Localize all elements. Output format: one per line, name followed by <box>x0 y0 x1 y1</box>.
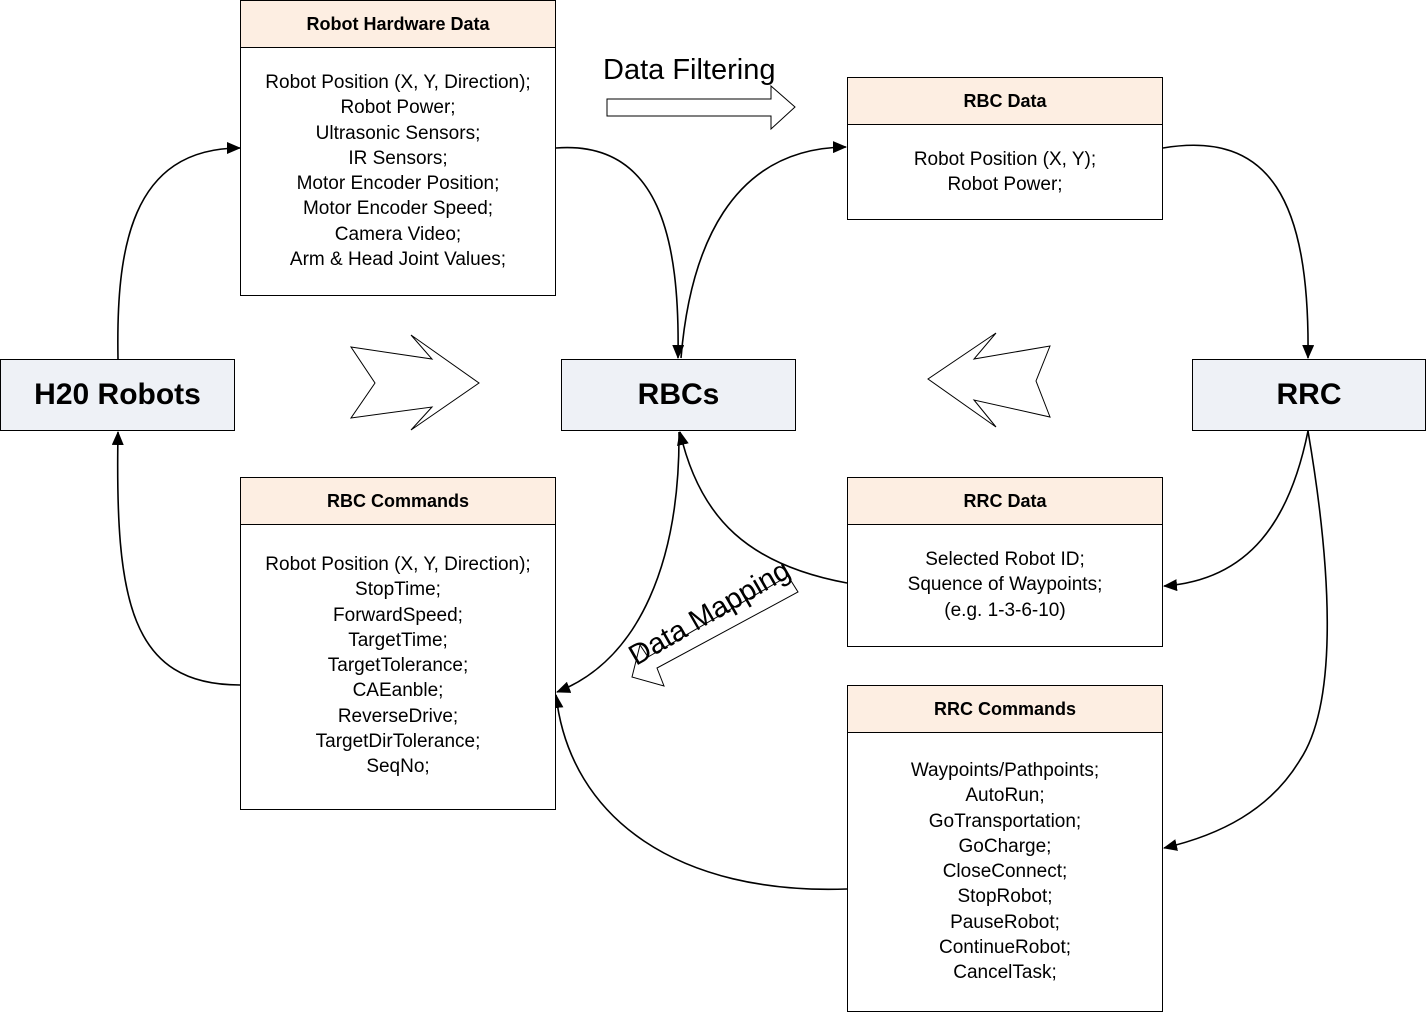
connector-rbcs-to-rbc-data <box>680 141 847 359</box>
list-item: Robot Position (X, Y); <box>913 149 1097 170</box>
connector-rbc-data-to-rrc <box>1162 144 1315 359</box>
list-item: Robot Position (X, Y, Direction); <box>265 72 531 93</box>
list-item: IR Sensors; <box>348 147 448 169</box>
list-item: GoCharge; <box>958 835 1052 857</box>
data-filtering-label: Data Filtering <box>603 54 776 86</box>
list-item: TargetTolerance; <box>327 655 469 677</box>
connector-hardware-data-to-rbcs <box>555 146 685 359</box>
node-h20-robots[interactable]: H20 Robots <box>0 359 235 431</box>
flow-chevron-right-icon <box>349 334 480 431</box>
list-item: Arm & Head Joint Values; <box>289 249 507 271</box>
connector-rrc-to-rrc-data <box>1163 430 1309 592</box>
list-item: Selected Robot ID; <box>925 549 1085 570</box>
panel-item-list: Robot Position (X, Y, Direction); StopTi… <box>241 552 555 780</box>
list-item: Ultrasonic Sensors; <box>315 122 481 144</box>
list-item: CAEanble; <box>352 680 444 702</box>
list-item: Waypoints/Pathpoints; <box>910 760 1100 781</box>
node-rbcs[interactable]: RBCs <box>561 359 796 431</box>
node-h20-robots-label: H20 Robots <box>34 378 201 411</box>
list-item: (e.g. 1-3-6-10) <box>944 599 1066 621</box>
list-item: Motor Encoder Position; <box>296 173 500 195</box>
connector-rrc-commands-to-rbc-commands <box>551 694 848 891</box>
panel-item-list: Waypoints/Pathpoints; AutoRun; GoTranspo… <box>848 758 1162 986</box>
panel-item-list: Robot Position (X, Y); Robot Power; <box>848 147 1162 198</box>
panel-title: RRC Commands <box>848 686 1162 733</box>
list-item: GoTransportation; <box>928 810 1082 832</box>
panel-rrc-data: RRC Data Selected Robot ID; Squence of W… <box>847 477 1163 647</box>
list-item: ForwardSpeed; <box>333 604 463 626</box>
panel-rbc-commands: RBC Commands Robot Position (X, Y, Direc… <box>240 477 556 810</box>
list-item: AutoRun; <box>965 785 1045 807</box>
list-item: SeqNo; <box>366 756 430 778</box>
list-item: Camera Video; <box>334 223 462 245</box>
panel-rrc-commands: RRC Commands Waypoints/Pathpoints; AutoR… <box>847 685 1163 1012</box>
list-item: CloseConnect; <box>942 861 1068 883</box>
panel-robot-hardware-data: Robot Hardware Data Robot Position (X, Y… <box>240 0 556 296</box>
list-item: StopTime; <box>355 579 441 601</box>
panel-title: RRC Data <box>848 478 1162 525</box>
data-mapping-label: Data Mapping <box>623 554 796 673</box>
panel-rbc-data: RBC Data Robot Position (X, Y); Robot Po… <box>847 77 1163 220</box>
panel-title: RBC Data <box>848 78 1162 125</box>
list-item: Squence of Waypoints; <box>907 574 1103 596</box>
list-item: TargetTime; <box>348 629 448 651</box>
flow-chevron-left-arrow-icon <box>927 332 1051 428</box>
connector-rrc-data-to-rbcs <box>677 431 848 584</box>
list-item: ReverseDrive; <box>337 705 459 727</box>
node-rrc-label: RRC <box>1276 378 1342 411</box>
list-item: Robot Power; <box>947 174 1063 196</box>
connector-h20-to-hardware-data <box>117 142 241 360</box>
list-item: StopRobot; <box>957 886 1053 908</box>
list-item: TargetDirTolerance; <box>315 731 481 753</box>
list-item: Motor Encoder Speed; <box>302 198 494 220</box>
panel-title: Robot Hardware Data <box>241 1 555 48</box>
list-item: PauseRobot; <box>950 911 1060 933</box>
data-filtering-arrow-icon <box>606 84 796 131</box>
list-item: CancelTask; <box>953 962 1057 984</box>
panel-item-list: Robot Position (X, Y, Direction); Robot … <box>241 70 555 272</box>
list-item: Robot Power; <box>340 97 456 119</box>
panel-item-list: Selected Robot ID; Squence of Waypoints;… <box>848 547 1162 623</box>
node-rbcs-label: RBCs <box>637 378 720 411</box>
panel-title: RBC Commands <box>241 478 555 525</box>
list-item: Robot Position (X, Y, Direction); <box>265 554 531 575</box>
list-item: ContinueRobot; <box>938 937 1072 959</box>
connector-rbc-commands-to-h20 <box>111 431 241 686</box>
connector-rrc-to-rrc-commands <box>1163 430 1329 851</box>
node-rrc[interactable]: RRC <box>1192 359 1426 431</box>
